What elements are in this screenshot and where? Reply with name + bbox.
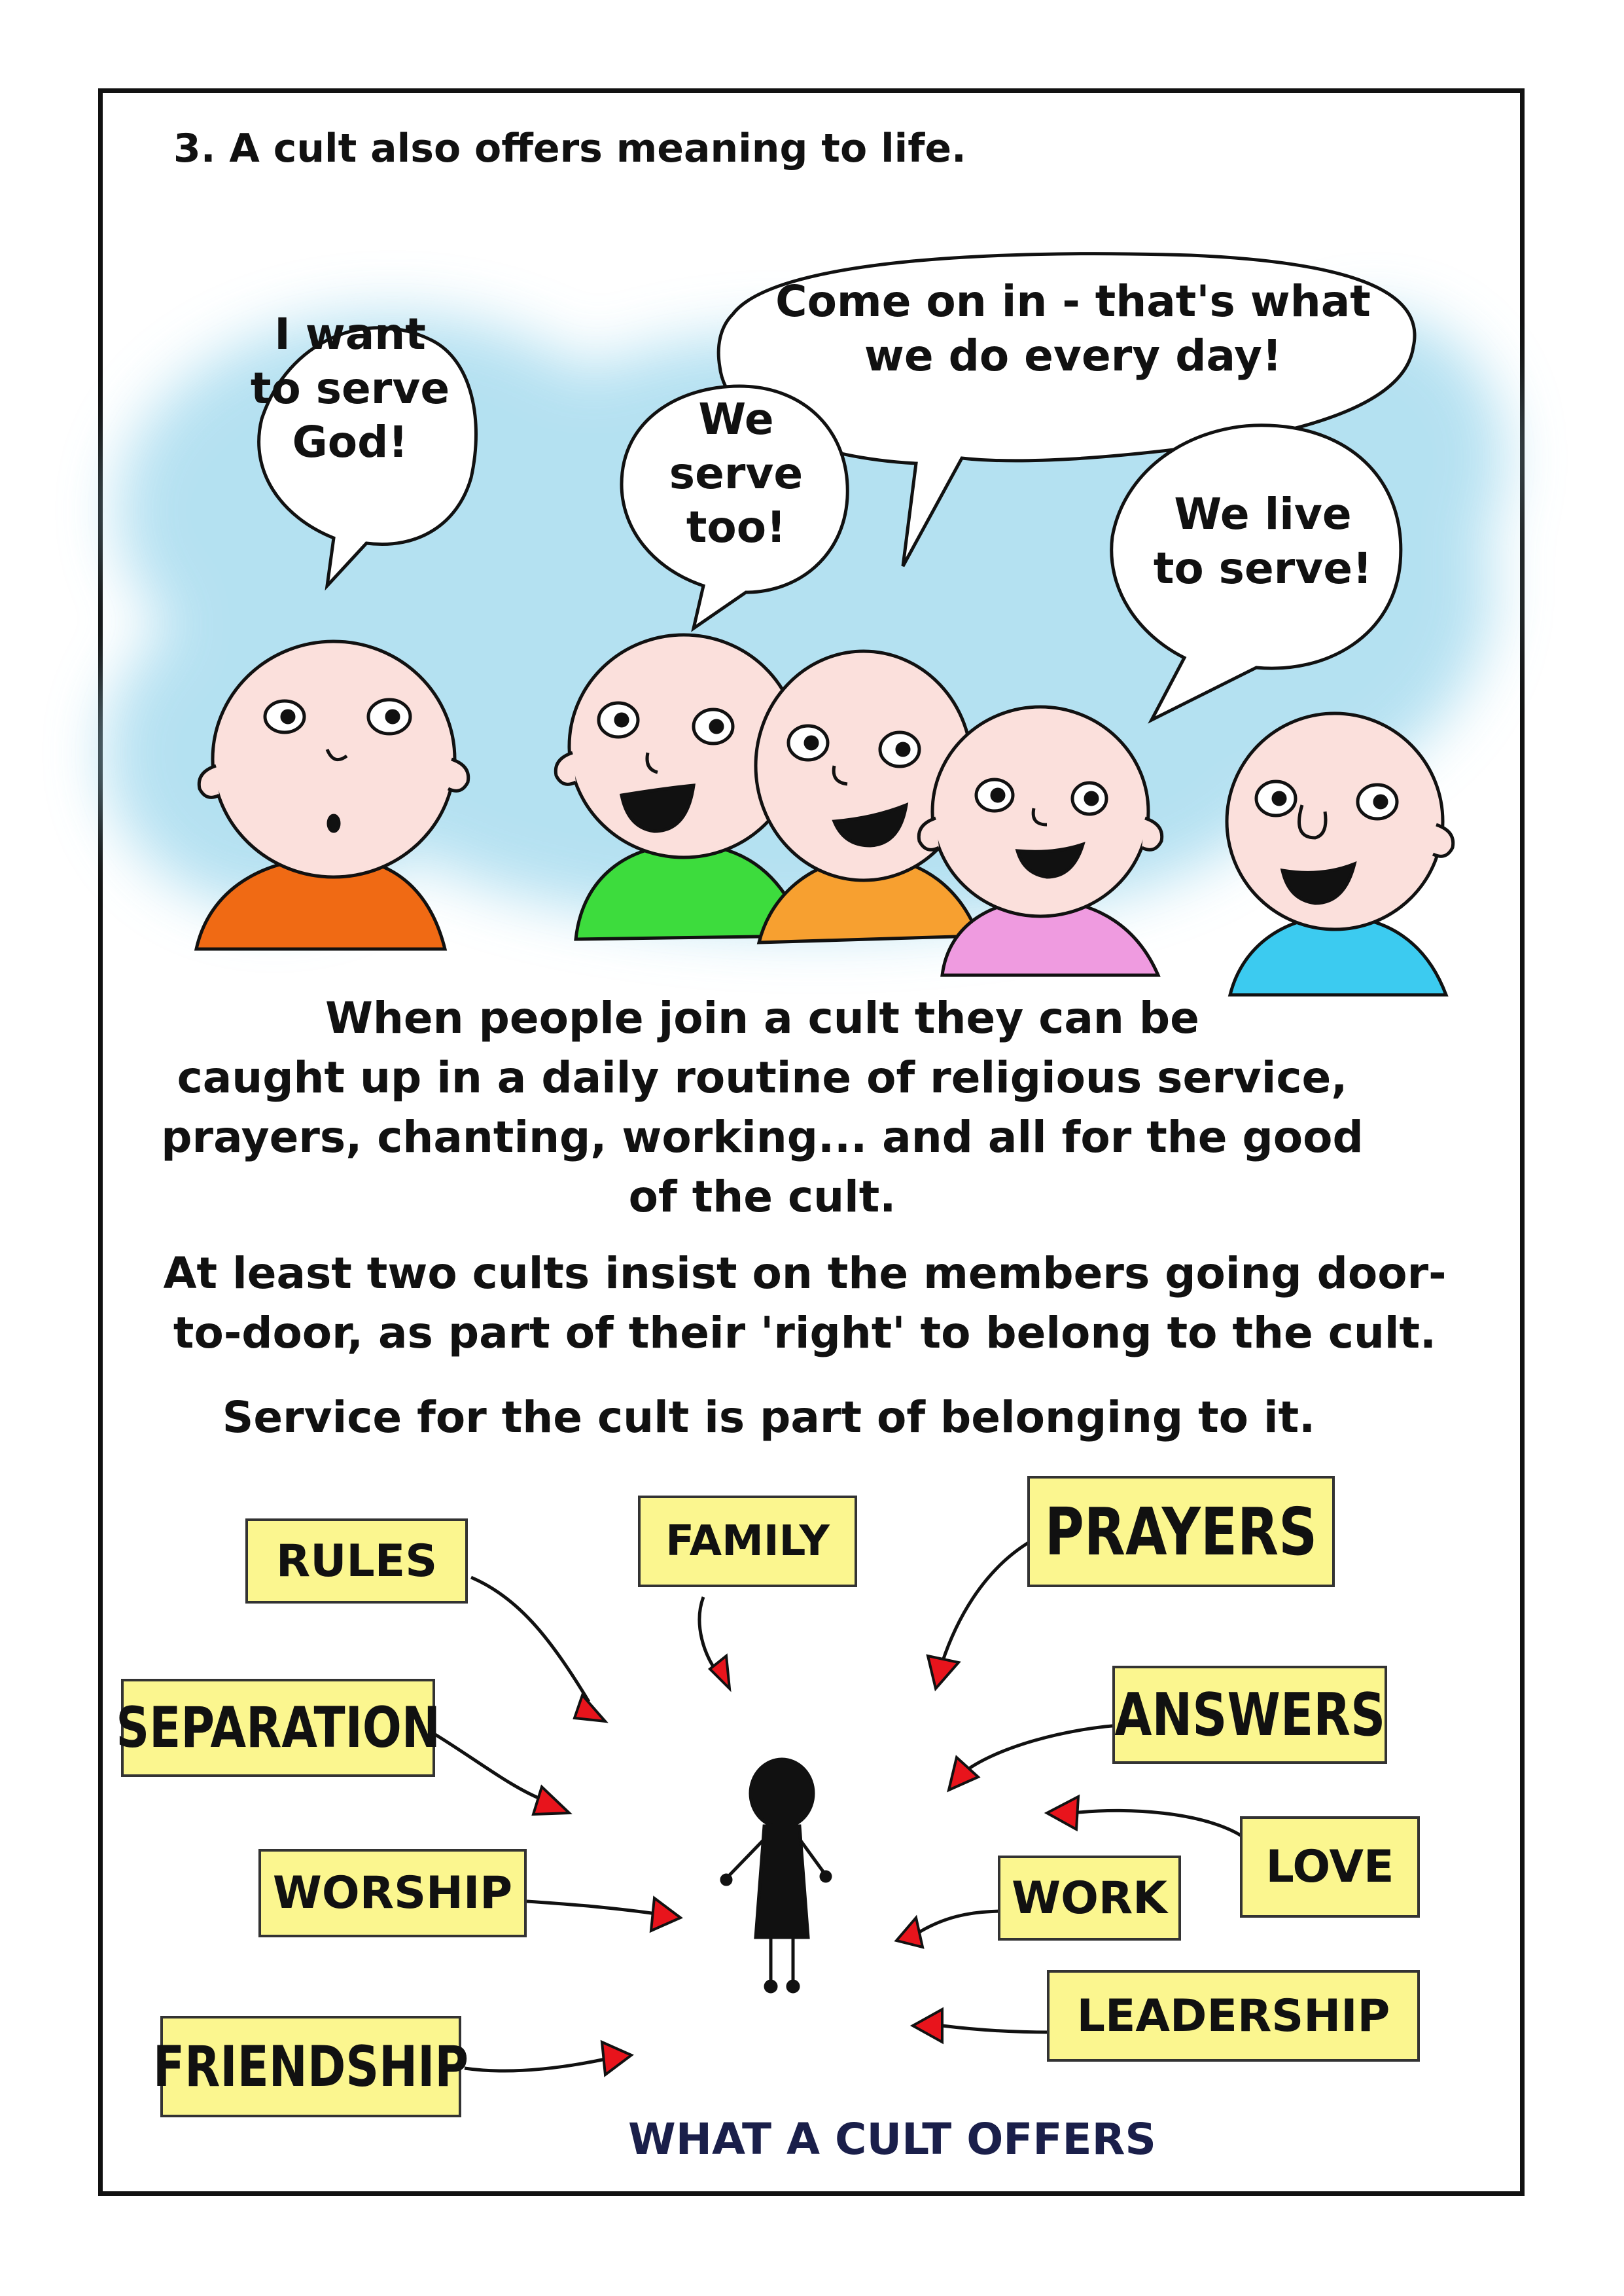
tag-work: WORK — [998, 1856, 1181, 1941]
caption-what-a-cult-offers: WHAT A CULT OFFERS — [628, 2114, 1156, 2164]
arrow-rules — [470, 1575, 591, 1703]
speech-bubble-we-live-to-serve — [1110, 423, 1403, 724]
page-frame — [98, 88, 1525, 2196]
tag-answers: ANSWERS — [1112, 1666, 1387, 1764]
tag-prayers: PRAYERS — [1027, 1476, 1335, 1587]
arrowhead-answers — [947, 1755, 981, 1793]
arrow-friendship — [464, 2056, 609, 2073]
arrow-answers — [961, 1723, 1129, 1775]
person-orange — [754, 649, 984, 944]
bubble-text-come-on-in: Come on in - that's what we do every day… — [775, 276, 1371, 381]
arrowhead-friendship — [600, 2039, 634, 2077]
arrowhead-love — [1044, 1794, 1080, 1832]
arrowhead-family — [708, 1653, 732, 1693]
arrow-worship — [526, 1899, 662, 1916]
page-heading: 3. A cult also offers meaning to life. — [173, 126, 966, 171]
tag-separation: SEPARATION — [116, 1679, 440, 1777]
paragraph-daily-routine: When people join a cult they can be caug… — [161, 993, 1364, 1223]
arrow-separation — [434, 1732, 544, 1802]
person-pink — [917, 705, 1164, 977]
arrowhead-worship — [649, 1895, 683, 1933]
paragraph-door-to-door: At least two cults insist on the members… — [163, 1248, 1447, 1359]
arrowhead-rules — [573, 1693, 609, 1723]
bubble-text-we-live-to-serve: We live to serve! — [1153, 489, 1373, 594]
tag-leadership: LEADERSHIP — [1047, 1970, 1420, 2062]
figure-silhouette — [720, 1757, 832, 1994]
person-blue — [1225, 711, 1455, 997]
speech-bubble-serve-god — [257, 326, 478, 591]
arrow-love — [1072, 1808, 1248, 1841]
arrowhead-separation — [531, 1784, 573, 1816]
arrow-prayers — [940, 1539, 1032, 1663]
tag-rules: RULES — [245, 1518, 468, 1604]
arrow-work — [915, 1909, 1005, 1936]
paragraph-service: Service for the cult is part of belongin… — [222, 1392, 1316, 1443]
tag-friendship: FRIENDSHIP — [153, 2016, 468, 2117]
arrowhead-work — [894, 1914, 925, 1949]
tag-love: LOVE — [1240, 1816, 1420, 1918]
arrowhead-prayers — [926, 1654, 961, 1692]
tag-worship: WORSHIP — [258, 1849, 527, 1937]
person-questioner — [194, 639, 470, 951]
tag-family: FAMILY — [638, 1496, 857, 1587]
person-green — [554, 633, 807, 941]
arrow-leadership — [942, 2024, 1051, 2034]
bubble-text-we-serve-too: We serve too! — [669, 394, 803, 552]
arrowhead-leadership — [909, 2007, 944, 2045]
speech-bubble-we-serve-too — [620, 384, 849, 632]
bubble-text-serve-god: I want to serve God! — [250, 309, 450, 467]
